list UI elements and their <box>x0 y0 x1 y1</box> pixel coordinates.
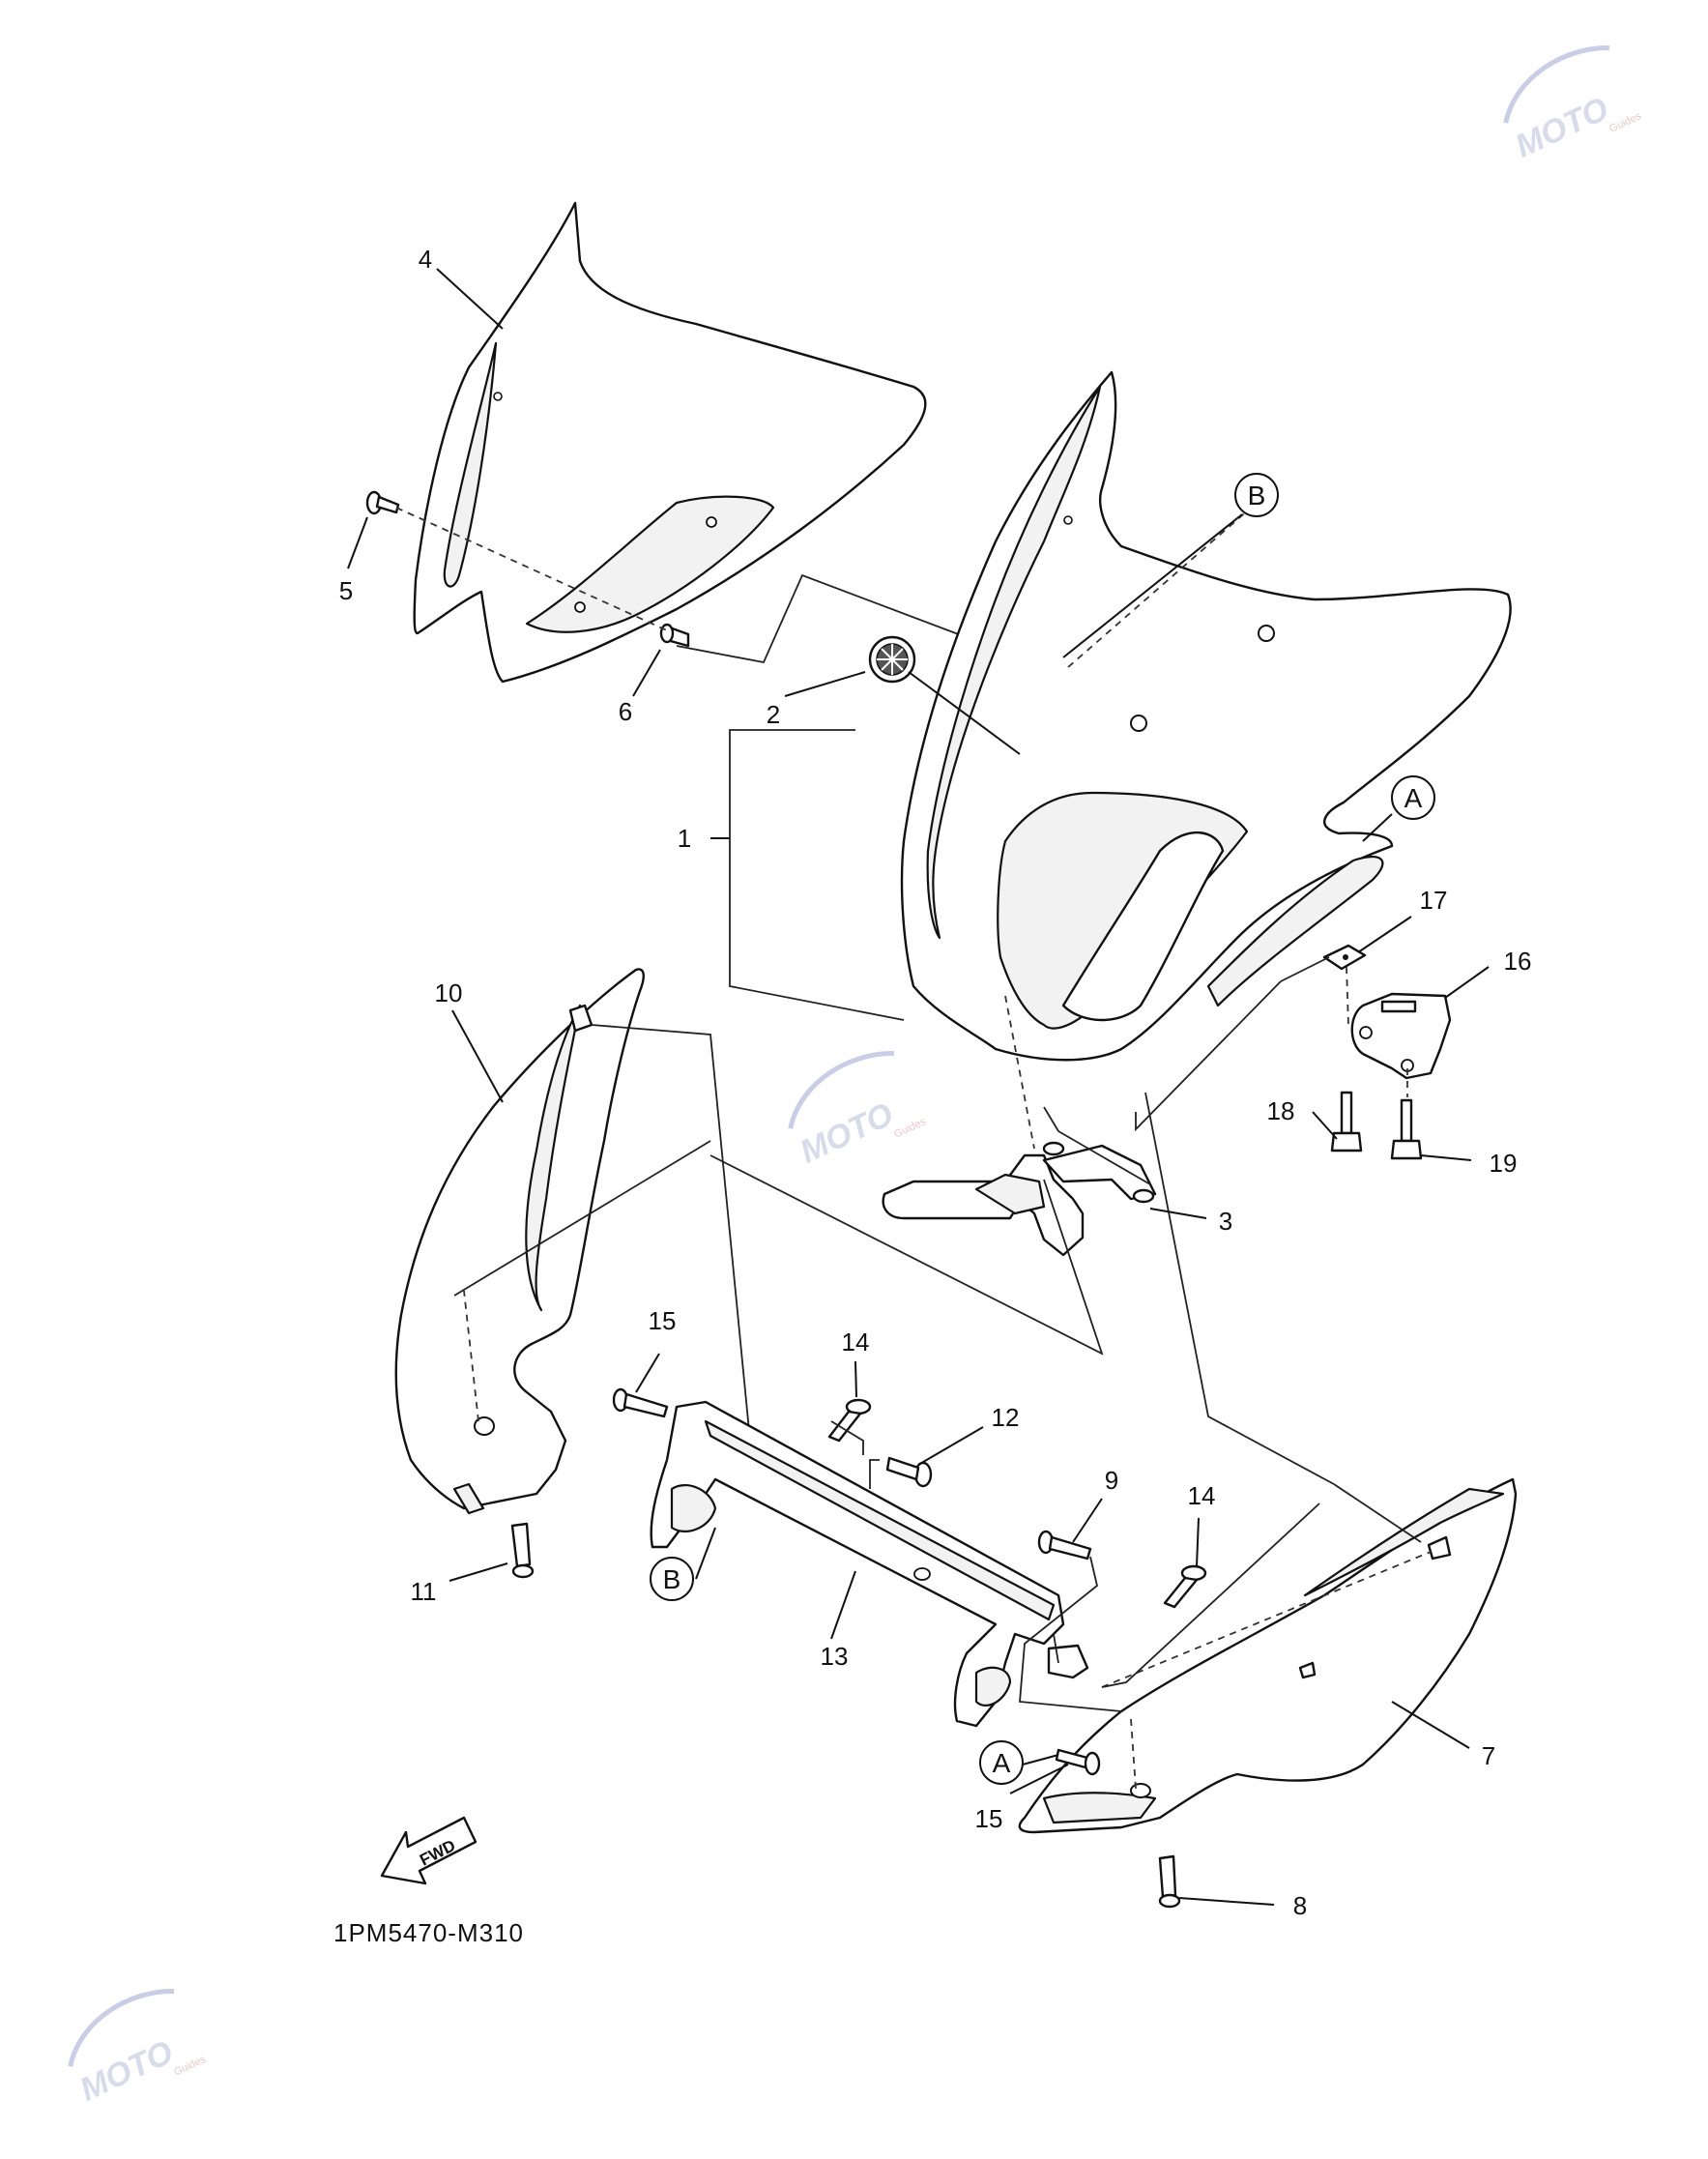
screw-part-14-right <box>1163 1564 1207 1609</box>
label-part-6: 6 <box>619 697 632 726</box>
ref-circle-a-bottom: A <box>979 1740 1024 1785</box>
watermark-logo-bottom: MOTO Guides <box>68 1989 208 2109</box>
label-part-15-bottom: 15 <box>975 1804 1003 1833</box>
label-part-17: 17 <box>1420 886 1448 915</box>
bolt-part-19 <box>1390 1098 1423 1160</box>
bolt-part-18 <box>1330 1091 1363 1152</box>
ref-circle-b-bottom: B <box>650 1557 694 1601</box>
svg-text:A: A <box>1404 783 1423 813</box>
watermark-logo-top: MOTO Guides <box>1503 45 1643 165</box>
screw-part-8 <box>1158 1854 1181 1909</box>
label-part-9: 9 <box>1105 1466 1118 1495</box>
screw-part-11 <box>510 1522 535 1579</box>
svg-text:MOTO: MOTO <box>74 2033 179 2108</box>
emblem-part-2 <box>868 635 916 684</box>
windscreen-part <box>413 201 927 684</box>
clip-nut-part-17 <box>1322 944 1367 971</box>
front-cowling-part <box>900 370 1512 1062</box>
label-part-15-top: 15 <box>649 1306 677 1335</box>
screw-part-5 <box>365 490 400 515</box>
bracket-part-16 <box>1350 992 1452 1080</box>
svg-text:Guides: Guides <box>892 1116 928 1141</box>
side-panel-right-part-7 <box>1018 1477 1518 1834</box>
svg-text:MOTO: MOTO <box>1510 90 1614 164</box>
label-part-12: 12 <box>992 1403 1020 1432</box>
nut-part-6 <box>659 623 690 648</box>
label-part-8: 8 <box>1293 1891 1307 1920</box>
label-part-18: 18 <box>1267 1096 1295 1125</box>
label-part-4: 4 <box>419 245 432 274</box>
svg-text:B: B <box>663 1564 681 1594</box>
diagram-code: 1PM5470-M310 <box>333 1918 524 1947</box>
ref-circle-a-top: A <box>1391 775 1435 820</box>
label-part-14-right: 14 <box>1188 1481 1216 1510</box>
lower-bracket-part-13 <box>650 1400 1089 1728</box>
svg-text:MOTO: MOTO <box>795 1095 899 1170</box>
label-part-5: 5 <box>339 576 353 605</box>
label-part-11: 11 <box>411 1577 437 1606</box>
screw-part-9 <box>1037 1530 1092 1561</box>
screw-part-15-top <box>612 1387 669 1418</box>
label-part-10: 10 <box>435 978 463 1007</box>
svg-text:B: B <box>1248 481 1266 511</box>
watermark-logo-center: MOTO Guides <box>788 1051 928 1171</box>
label-part-7: 7 <box>1482 1741 1495 1770</box>
bracket-part-3 <box>882 1141 1157 1257</box>
side-panel-left-part-10 <box>394 968 645 1515</box>
label-part-13: 13 <box>821 1642 849 1671</box>
label-part-3: 3 <box>1219 1207 1232 1236</box>
svg-text:Guides: Guides <box>1607 110 1643 135</box>
screw-part-14-top <box>827 1398 872 1443</box>
ref-circle-b-top: B <box>1234 473 1279 517</box>
label-part-1: 1 <box>678 824 691 853</box>
svg-text:A: A <box>993 1748 1011 1778</box>
fwd-arrow-icon: FWD <box>380 1816 478 1885</box>
label-part-14-top: 14 <box>842 1327 870 1357</box>
svg-text:Guides: Guides <box>172 2054 208 2079</box>
label-part-19: 19 <box>1490 1149 1518 1178</box>
label-part-16: 16 <box>1504 947 1532 976</box>
screw-part-15-lower <box>1055 1748 1101 1776</box>
label-part-2: 2 <box>767 700 780 729</box>
